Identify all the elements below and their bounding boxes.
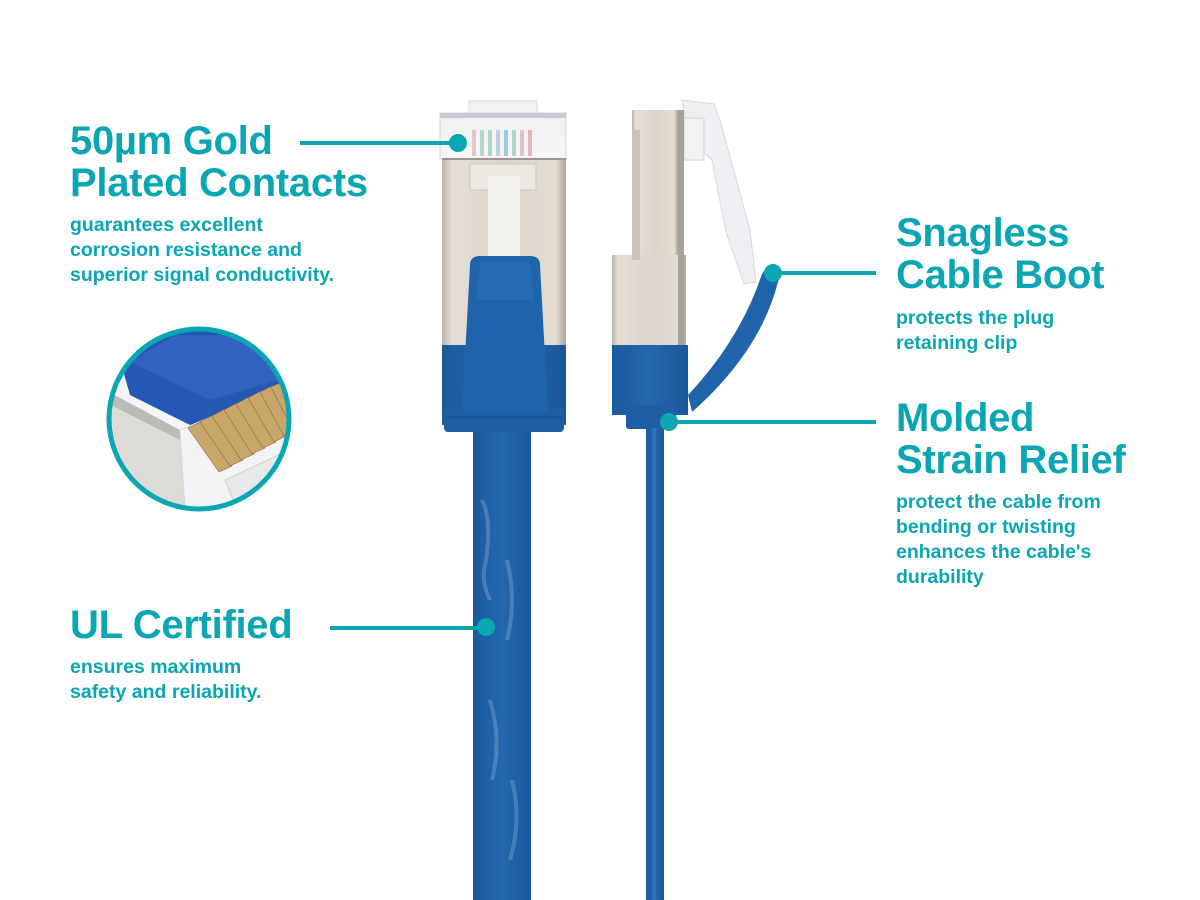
strain-relief-title-line2: Strain Relief bbox=[896, 438, 1126, 482]
cable-boot-leader-dot bbox=[764, 264, 782, 282]
cable-boot-desc-line2: retaining clip bbox=[896, 332, 1018, 354]
ul-certified-leader-line bbox=[330, 626, 482, 630]
ul-certified-description: ensures maximum safety and reliability. bbox=[70, 655, 261, 705]
cable-boot-title: Snagless Cable Boot bbox=[896, 212, 1104, 296]
contacts-closeup bbox=[106, 326, 292, 512]
strain-relief-desc-line4: durability bbox=[896, 566, 984, 588]
gold-contacts-title-line2: Plated Contacts bbox=[70, 161, 368, 205]
ul-certified-desc-line2: safety and reliability. bbox=[70, 681, 262, 703]
cable-boot-description: protects the plug retaining clip bbox=[896, 306, 1054, 356]
cable-boot-desc-line1: protects the plug bbox=[896, 307, 1055, 329]
ul-certified-title: UL Certified bbox=[70, 603, 293, 647]
ul-certified-title-line1: UL Certified bbox=[70, 603, 293, 647]
side-connector bbox=[612, 99, 780, 900]
strain-relief-desc-line3: enhances the cable's bbox=[896, 541, 1092, 563]
gold-contacts-desc-line2: corrosion resistance and bbox=[70, 239, 302, 261]
strain-relief-title: Molded Strain Relief bbox=[896, 397, 1126, 481]
ul-certified-leader-dot bbox=[477, 618, 495, 636]
strain-relief-desc-line2: bending or twisting bbox=[896, 516, 1076, 538]
gold-contacts-leader-dot bbox=[449, 134, 467, 152]
gold-contacts-desc-line1: guarantees excellent bbox=[70, 214, 263, 236]
gold-contacts-title: 50µm Gold Plated Contacts bbox=[70, 120, 368, 204]
gold-contacts-desc-line3: superior signal conductivity. bbox=[70, 264, 335, 286]
ul-certified-desc-line1: ensures maximum bbox=[70, 656, 242, 678]
strain-relief-description: protect the cable from bending or twisti… bbox=[896, 490, 1101, 590]
strain-relief-leader-dot bbox=[660, 413, 678, 431]
strain-relief-title-line1: Molded bbox=[896, 396, 1035, 440]
cable-boot-title-line2: Cable Boot bbox=[896, 253, 1105, 297]
gold-contacts-description: guarantees excellent corrosion resistanc… bbox=[70, 213, 334, 288]
gold-contacts-leader-line bbox=[300, 141, 458, 145]
strain-relief-desc-line1: protect the cable from bbox=[896, 491, 1101, 513]
cable-boot-title-line1: Snagless bbox=[896, 211, 1070, 255]
strain-relief-leader-line bbox=[676, 420, 876, 424]
gold-contacts-title-line1: 50µm Gold bbox=[70, 119, 273, 163]
front-connector bbox=[439, 100, 567, 900]
cable-boot-leader-line bbox=[776, 271, 876, 275]
